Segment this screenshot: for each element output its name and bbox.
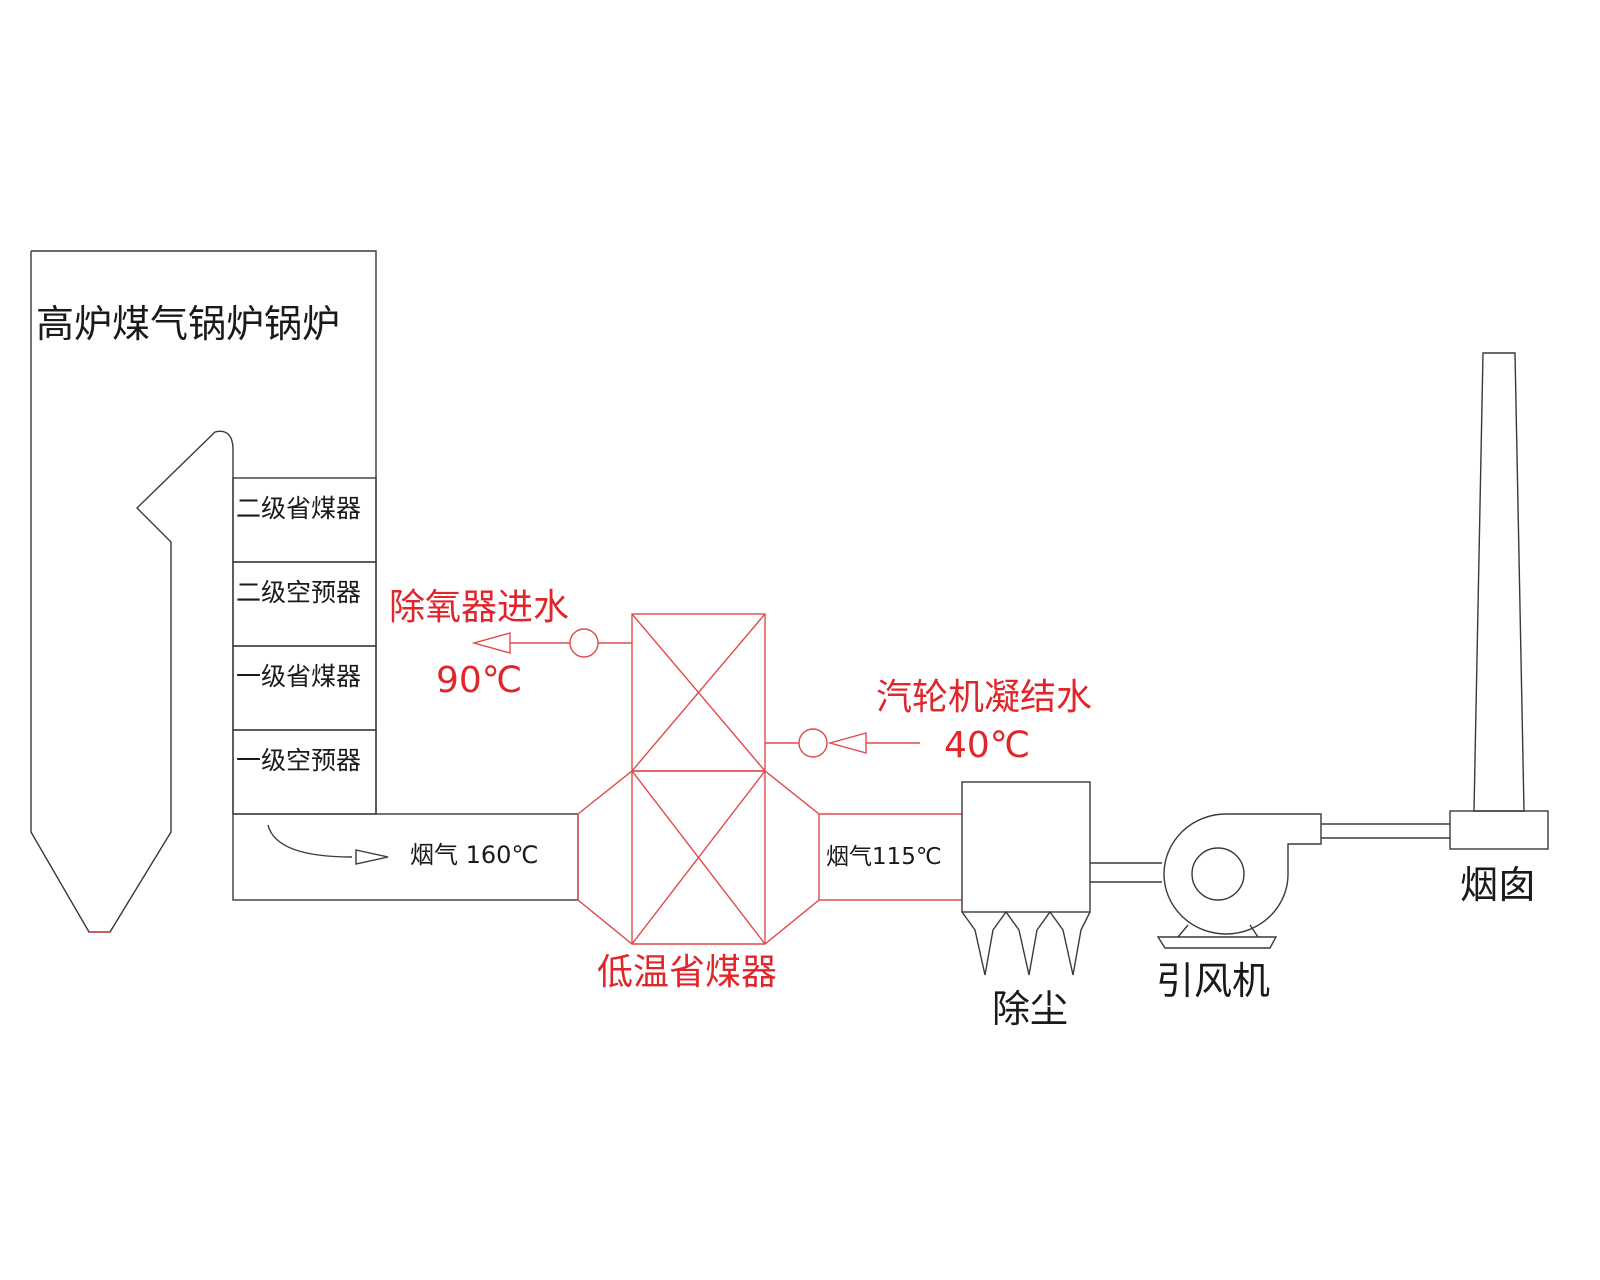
water-out-label: 除氧器进水 bbox=[389, 587, 570, 628]
flue-gas-inlet-label: 烟气 160℃ bbox=[410, 841, 539, 869]
dust-removal-label: 除尘 bbox=[992, 987, 1069, 1031]
stage-label-2: 二级空预器 bbox=[236, 578, 362, 607]
water-out-valve bbox=[569, 628, 599, 658]
chimney-base bbox=[1449, 810, 1549, 850]
flue-flow-arrow-1 bbox=[355, 849, 389, 865]
economizer-name: 低温省煤器 bbox=[597, 952, 778, 993]
chimney-stack bbox=[1473, 352, 1525, 812]
boiler-title: 高炉煤气锅炉锅炉 bbox=[36, 302, 341, 346]
water-out-arrow bbox=[471, 632, 511, 654]
economizer-upper-cross-b bbox=[631, 613, 766, 772]
fan-base-strut-right bbox=[1249, 924, 1259, 938]
stage-label-3: 一级省煤器 bbox=[236, 662, 362, 691]
stage-label-1: 二级省煤器 bbox=[236, 494, 362, 523]
fan-base-strut-left bbox=[1177, 924, 1189, 938]
economizer-lower-cross-b bbox=[631, 770, 766, 945]
flue-gas-outlet-label: 烟气115℃ bbox=[826, 844, 942, 870]
water-in-label: 汽轮机凝结水 bbox=[876, 677, 1093, 718]
flue-flow-curve bbox=[267, 824, 353, 858]
dust-collector-hoppers bbox=[961, 910, 1091, 976]
water-in-arrow bbox=[827, 732, 867, 754]
induced-fan-label: 引风机 bbox=[1156, 959, 1271, 1003]
water-in-valve bbox=[798, 728, 828, 758]
water-in-temp: 40℃ bbox=[944, 725, 1031, 766]
dust-collector-body bbox=[961, 781, 1091, 913]
fan-impeller bbox=[1191, 847, 1245, 901]
fan-base bbox=[1156, 936, 1278, 949]
water-out-temp: 90℃ bbox=[436, 660, 523, 701]
fan-housing bbox=[1163, 813, 1322, 935]
chimney-label: 烟囱 bbox=[1460, 863, 1537, 907]
stage-label-4: 一级空预器 bbox=[236, 746, 362, 775]
